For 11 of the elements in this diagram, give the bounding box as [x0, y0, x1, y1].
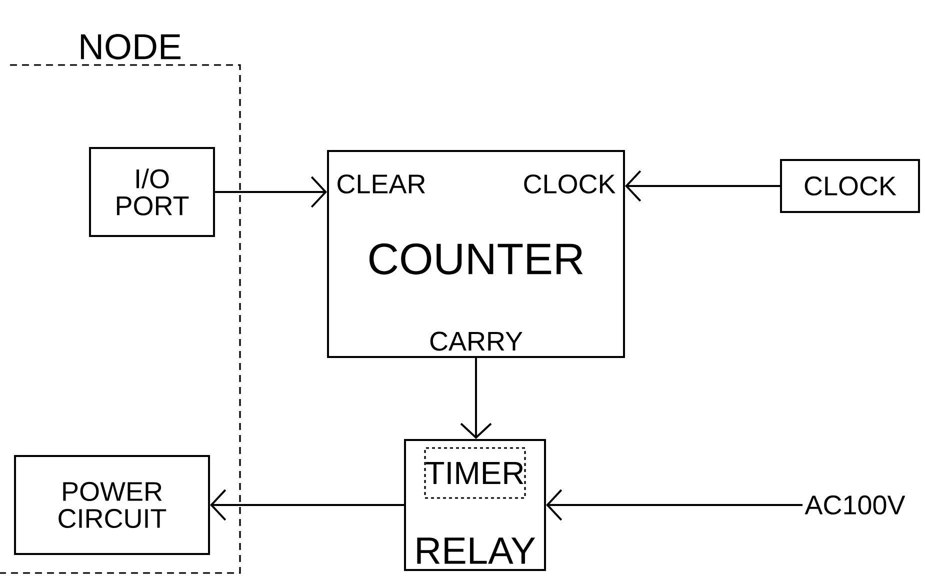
block-box: I/O PORT: [89, 147, 215, 237]
counter-box: CLEAR CLOCK COUNTER CARRY: [327, 150, 625, 358]
block-box: POWER CIRCUIT: [14, 455, 210, 555]
dashed-box: TIMER: [424, 447, 526, 499]
arrow: [625, 170, 780, 202]
arrow: [460, 358, 492, 439]
block-box: CLOCK: [780, 159, 920, 213]
arrow: [215, 176, 327, 208]
arrow: [546, 489, 803, 521]
arrow: [210, 489, 404, 521]
voltage-label: AC100V: [804, 495, 906, 515]
